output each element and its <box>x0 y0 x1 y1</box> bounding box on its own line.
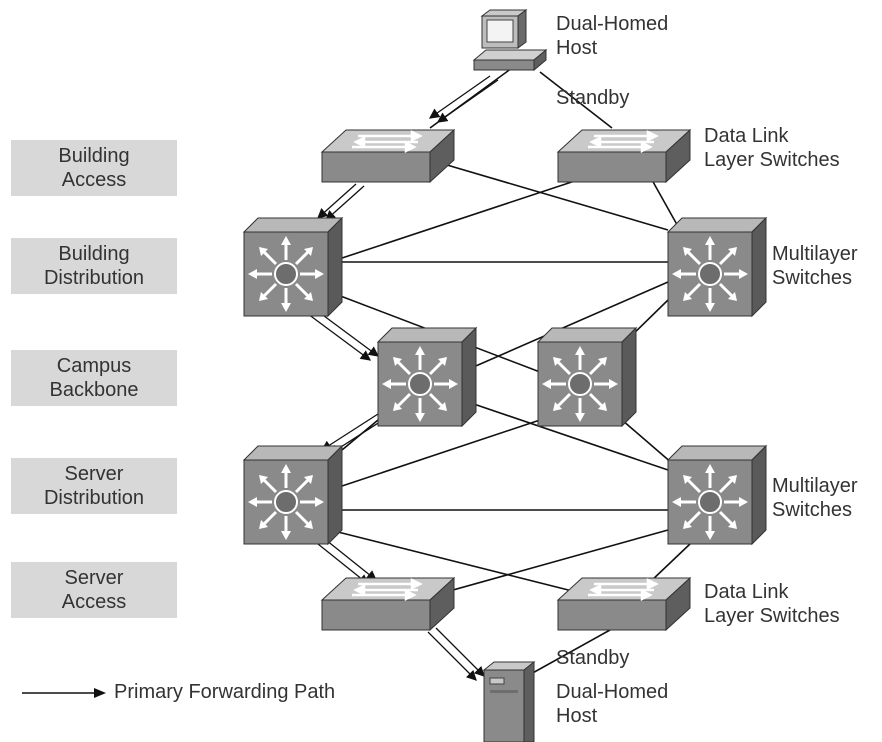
legend-label: Primary Forwarding Path <box>114 681 336 703</box>
campus-backbone-switch-left <box>376 326 478 428</box>
building-distribution-switch-left <box>242 216 344 318</box>
label-line: Multilayer <box>772 243 858 265</box>
label-line: Switches <box>772 499 853 521</box>
standby-label-top: Standby <box>556 87 630 109</box>
layer-label-line: Building <box>58 243 130 265</box>
layer-label-line: Distribution <box>43 487 145 509</box>
layer-label-line: Server <box>64 463 124 485</box>
primary-path-arrows <box>307 75 499 681</box>
server-access-switch-right <box>556 576 692 632</box>
layer-label-line: Campus <box>56 355 132 377</box>
label-line: Layer Switches <box>704 605 840 627</box>
legend: Primary Forwarding Path <box>22 681 335 704</box>
multilayer-switches-label-bottom: Multilayer Switches <box>772 474 858 522</box>
label-line: Layer Switches <box>704 149 840 171</box>
label-line: Data Link <box>704 125 789 147</box>
building-access-switch-right <box>556 128 692 184</box>
label-line: Data Link <box>704 581 789 603</box>
label-line: Dual-Homed <box>556 13 669 35</box>
label-line: Multilayer <box>772 475 858 497</box>
bottom-host-label: Dual-Homed Host <box>556 680 668 728</box>
links <box>329 67 691 681</box>
campus-backbone-switch-right <box>536 326 638 428</box>
server-distribution-switch-right <box>666 444 768 546</box>
layer-label-building-distribution: Building Distribution <box>11 238 177 294</box>
label-line: Host <box>556 705 598 727</box>
layer-label-server-access: Server Access <box>11 562 177 618</box>
data-link-switches-label-bottom: Data Link Layer Switches <box>704 580 840 628</box>
layer-label-line: Building <box>58 145 130 167</box>
server-access-switch-left <box>320 576 456 632</box>
bottom-host-icon <box>482 660 536 742</box>
layer-label-campus-backbone: Campus Backbone <box>11 350 177 406</box>
building-distribution-switch-right <box>666 216 768 318</box>
building-access-switch-left <box>320 128 456 184</box>
legend-arrow-icon <box>22 687 106 698</box>
layer-label-server-distribution: Server Distribution <box>11 458 177 514</box>
layer-label-line: Access <box>61 591 127 613</box>
layer-label-line: Access <box>61 169 127 191</box>
layer-label-building-access: Building Access <box>11 140 177 196</box>
layer-label-line: Distribution <box>43 267 145 289</box>
data-link-switches-label-top: Data Link Layer Switches <box>704 124 840 172</box>
server-distribution-switch-left <box>242 444 344 546</box>
multilayer-switches-label-top: Multilayer Switches <box>772 242 858 290</box>
standby-label-bottom: Standby <box>556 647 630 669</box>
layer-label-line: Backbone <box>49 379 139 401</box>
label-line: Host <box>556 37 598 59</box>
label-line: Switches <box>772 267 853 289</box>
top-host-icon <box>472 9 548 72</box>
layer-label-line: Server <box>64 567 124 589</box>
label-line: Dual-Homed <box>556 681 669 703</box>
top-host-label: Dual-Homed Host <box>556 12 668 60</box>
